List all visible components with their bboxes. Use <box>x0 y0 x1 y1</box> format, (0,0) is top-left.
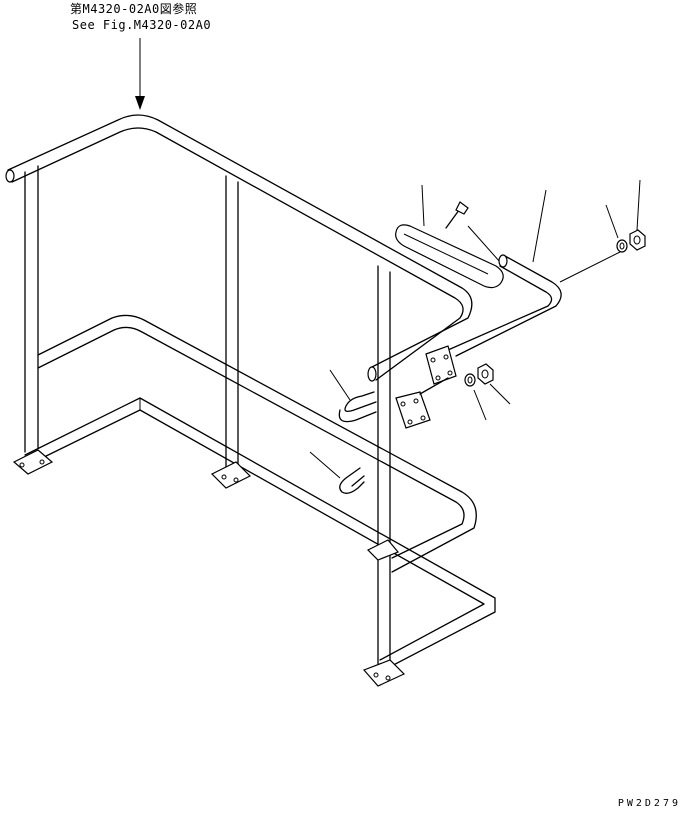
handrail-posts <box>24 165 391 665</box>
handrail-base-frame <box>24 397 496 673</box>
bracket-plate-upper <box>425 345 457 385</box>
nut-lower <box>477 363 511 405</box>
handrail-mid-rail <box>37 314 477 573</box>
u-bolt-lower <box>309 451 365 494</box>
grip-cover <box>395 184 504 289</box>
drawing-code: PW2D279 <box>617 798 681 809</box>
handle-pipe <box>447 189 621 357</box>
handrail-top-rail <box>5 114 473 382</box>
nut-upper <box>629 179 646 251</box>
u-bolt-upper <box>329 369 377 423</box>
washer-upper <box>605 204 628 253</box>
foot-pads <box>12 449 406 687</box>
reference-label-jp: 第M4320-02A0図参照 <box>70 2 198 16</box>
washer-lower <box>464 373 487 421</box>
reference-arrow <box>135 38 145 110</box>
reference-label-en: See Fig.M4320-02A0 <box>72 18 212 32</box>
bolt <box>445 201 501 263</box>
bracket-plate-lower <box>395 377 449 429</box>
